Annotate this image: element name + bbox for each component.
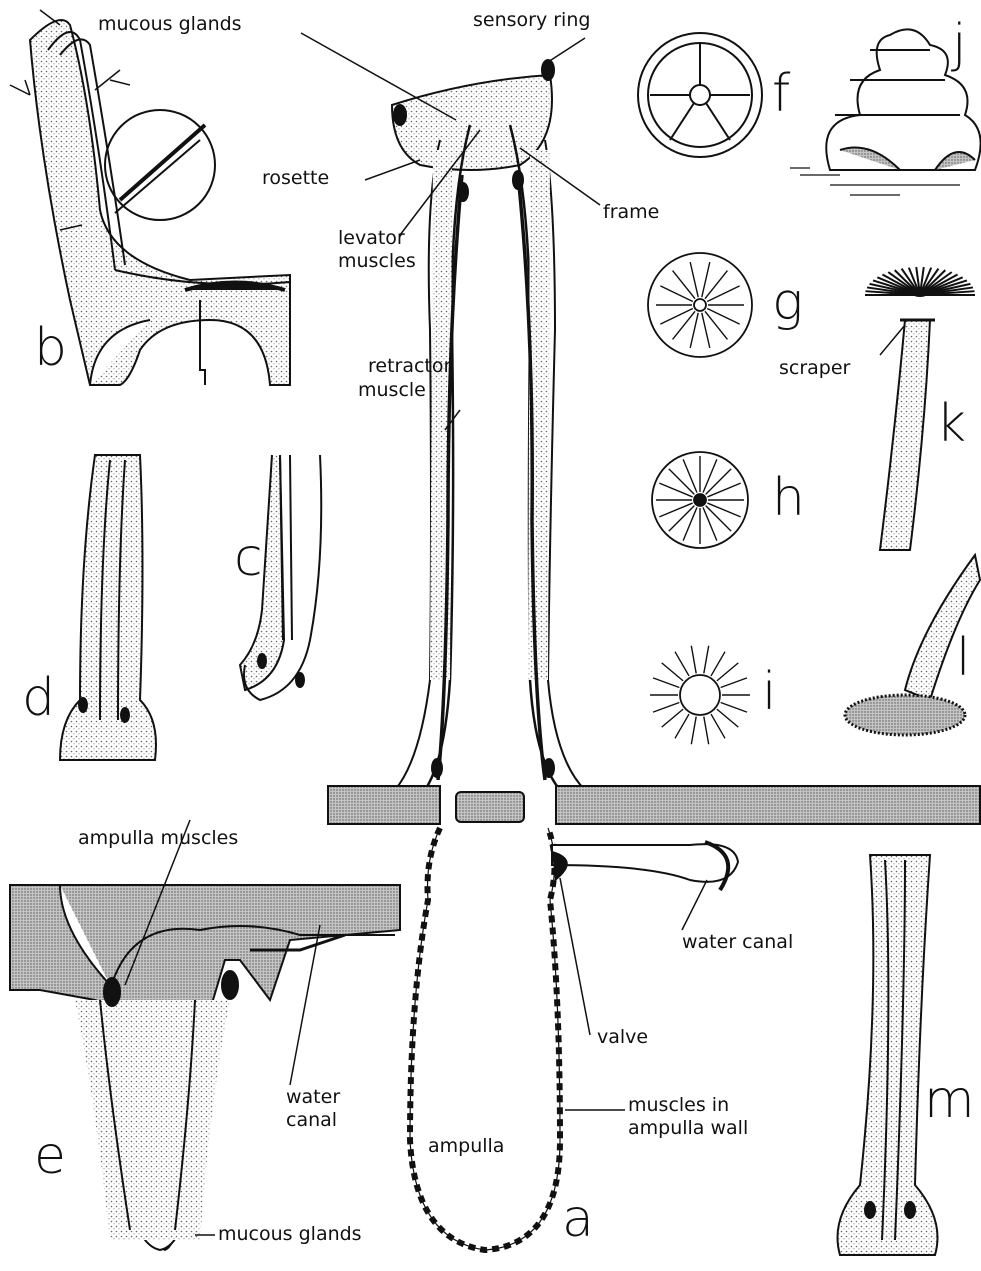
- rosette-i-spoke: [691, 646, 696, 674]
- rosette-g-spoke: [707, 308, 739, 324]
- panel-f-frame: [638, 33, 762, 157]
- label-muscles-wall-1: muscles in: [628, 1095, 729, 1116]
- rosette-i-spoke: [675, 652, 689, 676]
- rosette-i-spoke: [653, 678, 679, 688]
- panel-letter-l: l: [956, 632, 970, 684]
- panel-letter-c: c: [234, 532, 263, 584]
- rosette-h-spoke: [683, 507, 697, 540]
- rosette-g-spoke: [690, 313, 698, 348]
- label-rosette: rosette: [262, 168, 329, 189]
- label-valve: valve: [597, 1027, 648, 1048]
- rosette-i-spoke: [662, 663, 683, 681]
- stem-right-outer: [545, 140, 585, 790]
- panel-letter-e: e: [34, 1130, 66, 1182]
- rosette-g-spoke: [702, 313, 710, 348]
- panel-letter-m: m: [924, 1074, 975, 1126]
- label-muscles-wall-2: ampulla wall: [628, 1118, 748, 1139]
- rosette-g-spoke: [660, 286, 692, 302]
- rosette-i-spoke: [704, 717, 709, 745]
- rosette-g-spoke: [705, 271, 727, 299]
- rosette-g-spoke: [707, 286, 739, 302]
- label-mucous-glands-top: mucous glands: [98, 14, 242, 35]
- label-frame: frame: [603, 202, 659, 223]
- panel-letter-b: b: [34, 322, 67, 374]
- rosette-g-spoke: [702, 262, 710, 297]
- rosette-h-spoke: [707, 483, 740, 497]
- label-retractor-2: muscle: [358, 380, 426, 401]
- ossicle-mid: [456, 792, 524, 822]
- ossicle-right: [556, 786, 980, 824]
- rosette-i-spoke: [717, 709, 738, 727]
- rosette-i-spoke: [721, 703, 747, 713]
- panel-i-rosette: [680, 675, 720, 715]
- rosette-h-spoke: [659, 503, 692, 517]
- label-retractor-1: retractor: [368, 356, 451, 377]
- rosette-i-spoke: [711, 714, 725, 738]
- panel-e: [10, 820, 400, 1250]
- scraper-bristles: [865, 267, 975, 295]
- panel-letter-i: i: [762, 666, 776, 718]
- label-sensory-ring: sensory ring: [473, 10, 590, 31]
- label-levator-2: muscles: [338, 251, 416, 272]
- label-water-canal-right: water canal: [682, 932, 793, 953]
- label-ampulla: ampulla: [428, 1136, 504, 1157]
- panel-letter-d: d: [22, 672, 55, 724]
- ampulla-outline: [410, 828, 560, 1250]
- label-scraper: scraper: [779, 358, 850, 379]
- water-canal-tube: [552, 844, 738, 882]
- rosette-h-spoke: [669, 469, 694, 494]
- rosette-i-spoke: [711, 652, 725, 676]
- ossicle-left: [328, 786, 440, 824]
- panel-m: [838, 855, 938, 1255]
- rosette-i-spoke: [721, 678, 747, 688]
- rosette-g-spoke: [705, 311, 727, 339]
- label-water-canal-left-2: canal: [286, 1110, 337, 1131]
- panel-letter-g: g: [772, 276, 803, 328]
- label-mucous-glands-bottom: mucous glands: [218, 1224, 362, 1245]
- label-water-canal-left-1: water: [286, 1087, 340, 1108]
- rosette-h-spoke: [707, 503, 740, 517]
- rosette-i-spoke: [691, 717, 696, 745]
- rosette-h-spoke: [706, 469, 731, 494]
- label-ampulla-muscles: ampulla muscles: [78, 828, 238, 849]
- rosette-g-spoke: [690, 262, 698, 297]
- rosette-h-spoke: [703, 507, 717, 540]
- rosette-i-spoke: [653, 703, 679, 713]
- label-levator-1: levator: [338, 228, 405, 249]
- panel-letter-a: a: [562, 1193, 594, 1245]
- rosette-g-spoke: [673, 311, 695, 339]
- panel-letter-f: f: [772, 68, 790, 120]
- rosette-g-spoke: [673, 271, 695, 299]
- panel-letter-k: k: [936, 398, 966, 450]
- rosette-h-spoke: [683, 459, 697, 492]
- rosette-i-spoke: [717, 663, 738, 681]
- rosette-g-spoke: [660, 308, 692, 324]
- panel-d: [60, 455, 156, 760]
- rosette-h-spoke: [703, 459, 717, 492]
- panel-letter-h: h: [772, 472, 805, 524]
- panel-k-scraper: [880, 288, 935, 550]
- panel-letter-j: j: [952, 18, 966, 70]
- rosette-i-spoke: [675, 714, 689, 738]
- rosette-h-spoke: [659, 483, 692, 497]
- rosette-i-spoke: [662, 709, 683, 727]
- rosette-i-spoke: [704, 646, 709, 674]
- rosette-h-spoke: [669, 506, 694, 531]
- rosette-h-spoke: [706, 506, 731, 531]
- sucker-disc: [392, 75, 552, 170]
